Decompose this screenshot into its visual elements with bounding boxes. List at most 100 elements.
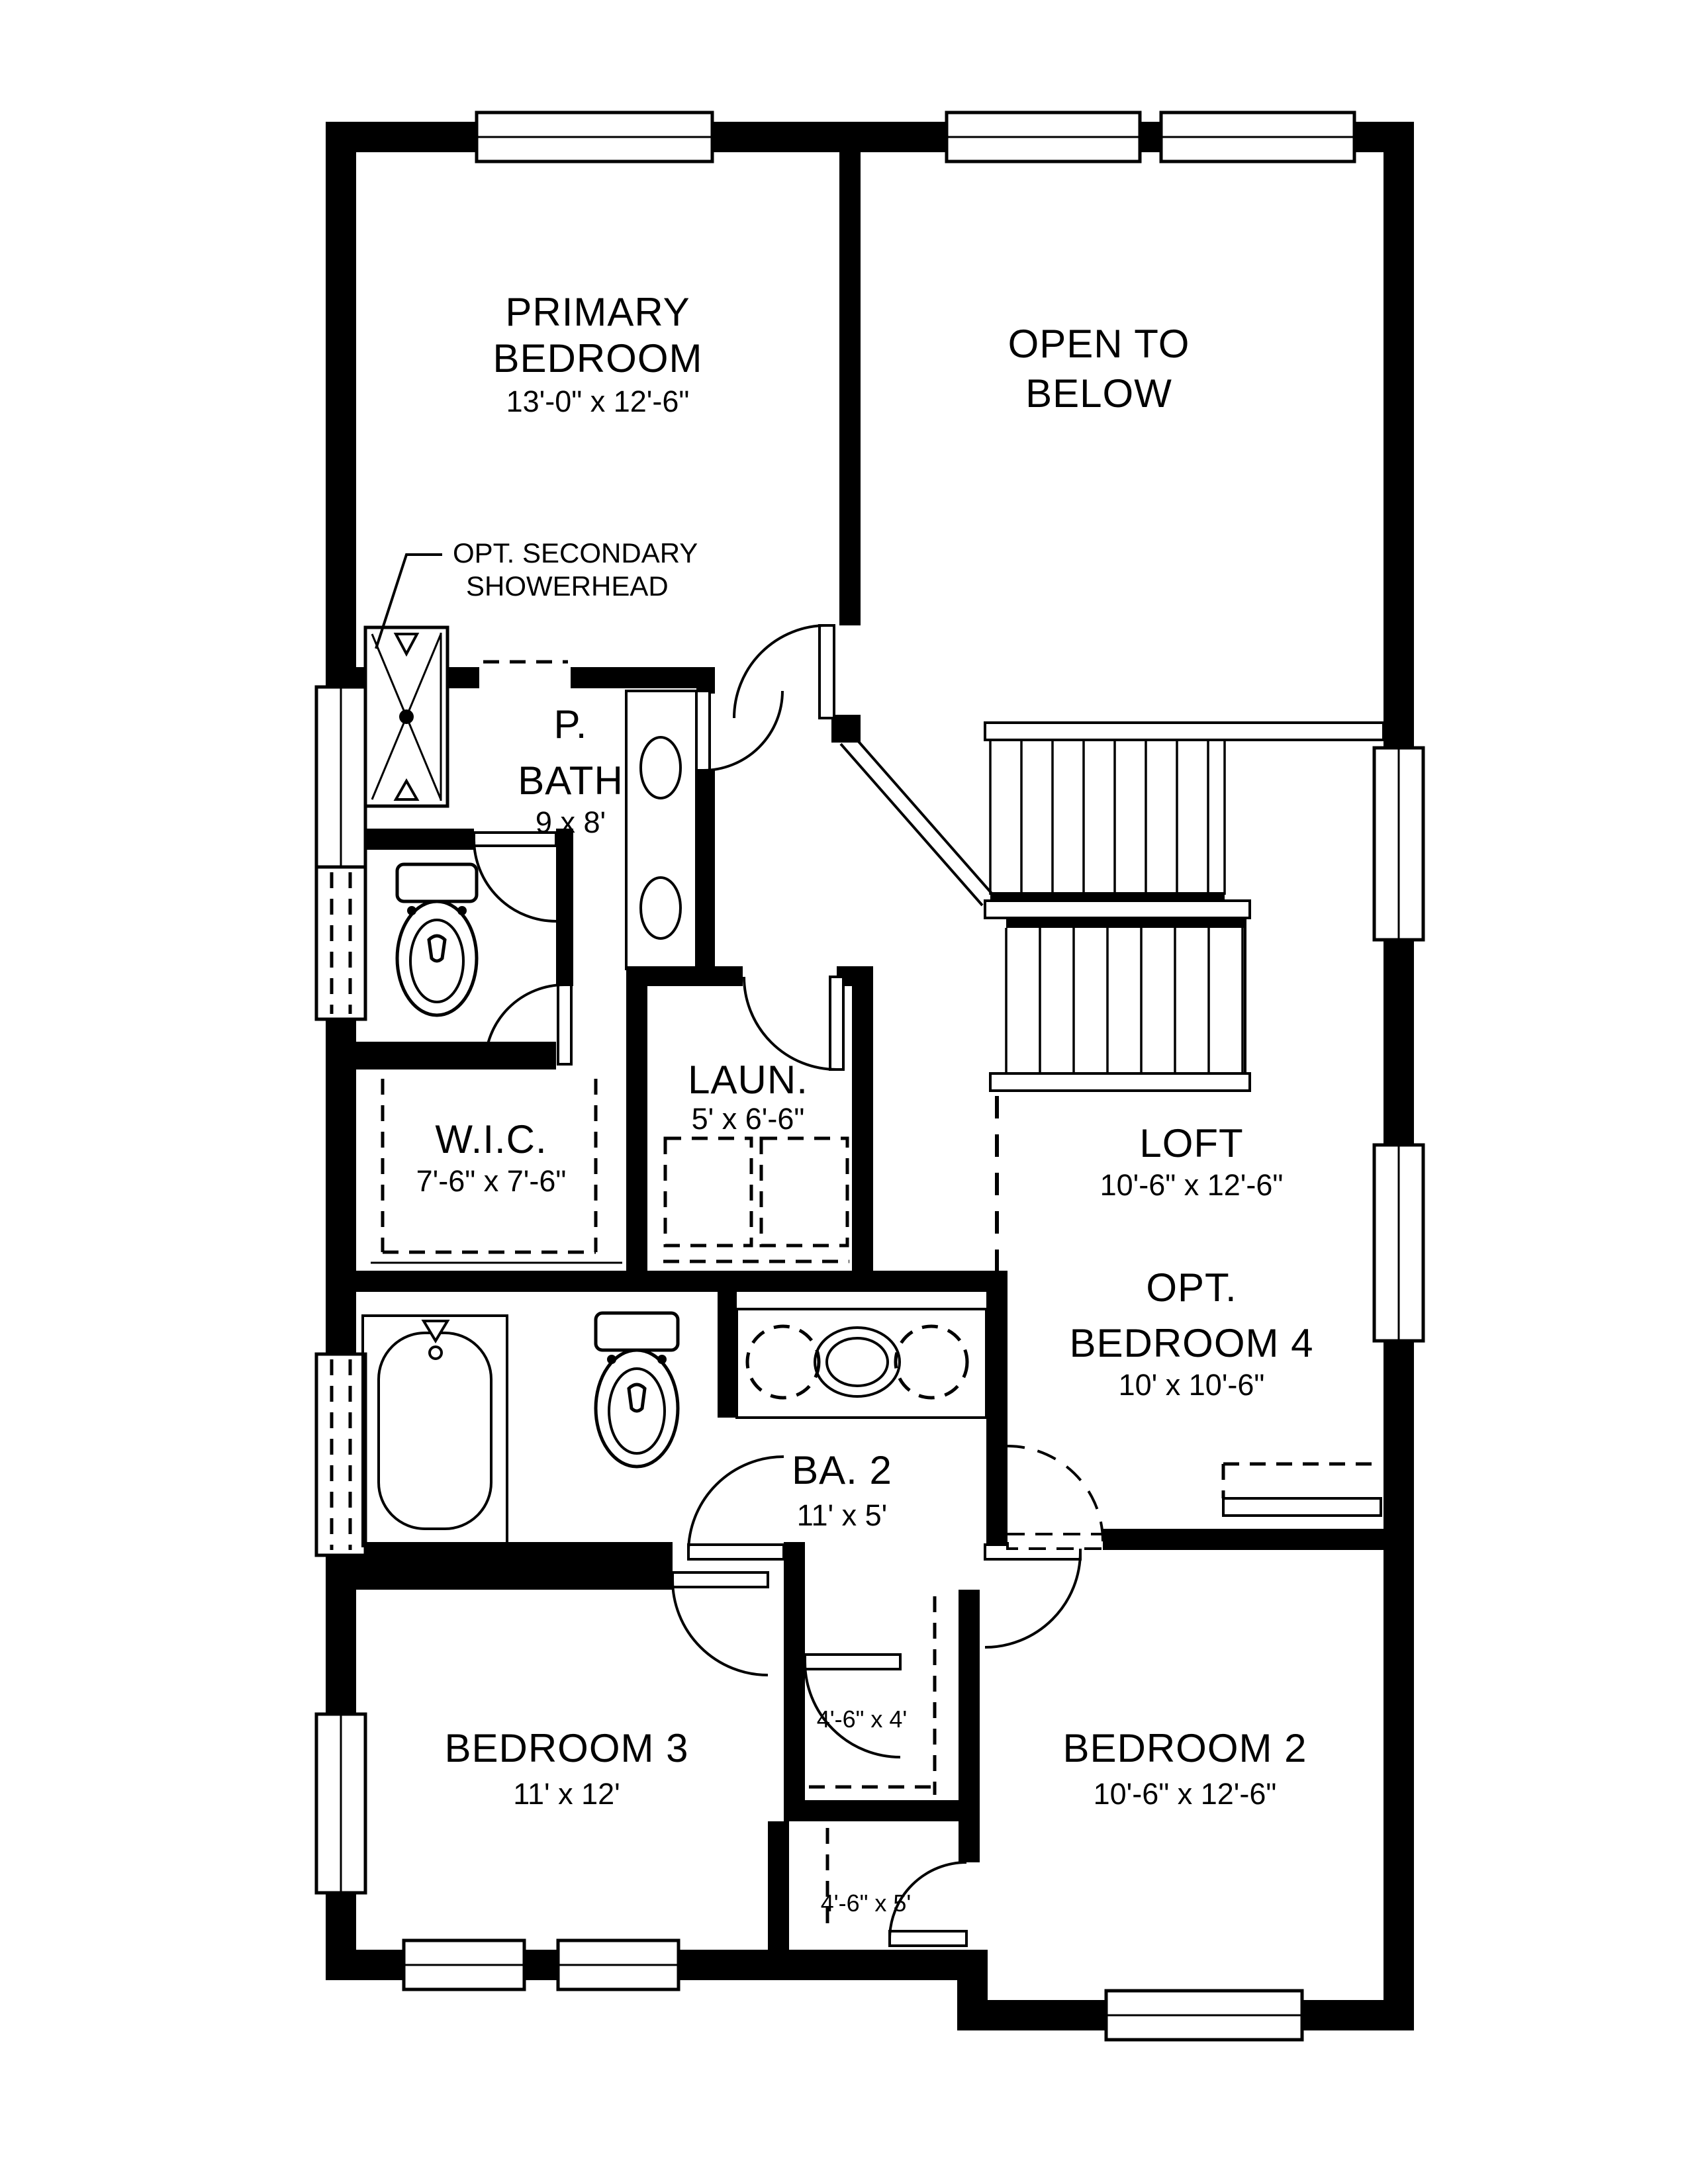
washer-dryer	[663, 1136, 849, 1281]
vanity-bath2	[735, 1308, 988, 1419]
window-bath-left	[314, 685, 367, 887]
wall-closetA-bottom	[784, 1800, 980, 1821]
optional-sink-left	[745, 1324, 821, 1400]
door-bedroom3-leaf	[671, 1571, 769, 1588]
door-bedroom3-arc	[671, 1579, 769, 1676]
door-bath-leaf	[695, 690, 711, 772]
interior-walls	[356, 152, 1383, 1950]
wall-closetA-left	[784, 1590, 805, 1821]
door-primary-leaf	[818, 624, 835, 719]
windows	[314, 111, 1425, 2042]
wall-ba2-top	[356, 1271, 1008, 1292]
label-pbath-1: P.	[554, 702, 588, 747]
door-closetA-leaf	[804, 1653, 902, 1670]
wall-angled-outer	[850, 732, 994, 896]
window-bedroom3-bottom-2	[556, 1938, 680, 1991]
wall-bedroom2-top	[1103, 1529, 1383, 1550]
wall-right	[1383, 122, 1414, 2030]
label-opt-showerhead-1: OPT. SECONDARY	[453, 537, 698, 569]
window-loft-right-1	[1372, 746, 1425, 942]
doors	[473, 624, 1104, 1947]
rail-landing	[984, 899, 1251, 919]
wall-toiletroom-top	[356, 829, 474, 850]
shower	[363, 625, 449, 808]
window-primary-top	[475, 111, 714, 163]
label-open-to-below-1: OPEN TO	[1008, 322, 1190, 366]
label-loft: LOFT	[1139, 1121, 1243, 1165]
door-laundry-arc	[743, 976, 837, 1071]
window-toiletroom-left	[314, 865, 367, 1021]
stair-lower-flight	[1005, 919, 1244, 1073]
window-tub-left	[314, 1352, 367, 1557]
toilet-bath2	[594, 1311, 680, 1469]
label-open-to-below-2: BELOW	[1025, 371, 1172, 416]
label-opt-bedroom4-dims: 10' x 10'-6"	[1119, 1368, 1265, 1402]
label-wic: W.I.C.	[435, 1117, 547, 1161]
wall-hall-post	[784, 1542, 805, 1590]
wic-shelving	[371, 1079, 622, 1264]
label-loft-dims: 10'-6" x 12'-6"	[1100, 1168, 1284, 1202]
wall-bath-top-right	[571, 667, 715, 688]
label-bedroom3: BEDROOM 3	[444, 1726, 688, 1770]
wall-closetA-right	[959, 1590, 980, 1821]
label-closetA-dims: 4'-6" x 4'	[817, 1706, 908, 1733]
wall-bath-right-top	[696, 667, 715, 694]
window-bedroom3-bottom-1	[402, 1938, 526, 1991]
tub	[361, 1314, 508, 1547]
wall-toiletroom-bottom	[356, 1042, 556, 1069]
label-primary-bedroom-2: BEDROOM	[492, 336, 702, 381]
label-opt-showerhead-2: SHOWERHEAD	[466, 570, 669, 602]
wall-left	[326, 122, 356, 1980]
optional-sink-right	[894, 1324, 969, 1400]
wall-wic-right	[626, 966, 647, 1292]
stair-upper-flight	[989, 740, 1226, 901]
door-toiletroom-arc	[473, 839, 557, 923]
door-opt4-arc	[1007, 1445, 1104, 1542]
door-primary-arc	[733, 624, 827, 719]
vanity-primary	[625, 690, 698, 970]
door-bath-arc	[702, 690, 784, 772]
rail-stair-bottom	[989, 1072, 1251, 1092]
label-pbath-2: BATH	[518, 758, 624, 803]
showerhead-leader-line	[375, 553, 442, 649]
label-ba2-dims: 11' x 5'	[797, 1498, 887, 1532]
window-bedroom3-left	[314, 1712, 367, 1895]
wall-primary-divider	[839, 152, 861, 625]
window-loft-right-2	[1372, 1143, 1425, 1343]
wall-ba2-partition	[718, 1292, 737, 1418]
wall-toiletroom-right	[556, 829, 573, 986]
label-bedroom3-dims: 11' x 12'	[513, 1777, 620, 1811]
toilet-primary	[395, 862, 479, 1017]
door-ba2-leaf	[687, 1543, 785, 1561]
label-opt-bedroom4-2: BEDROOM 4	[1069, 1321, 1313, 1365]
wall-bath-right-bottom	[696, 770, 715, 969]
label-laundry: LAUN.	[688, 1058, 808, 1102]
labels: PRIMARY BEDROOM 13'-0" x 12'-6" OPEN TO …	[416, 290, 1313, 1917]
label-ba2: BA. 2	[792, 1448, 892, 1492]
wall-laundry-right	[852, 966, 873, 1292]
label-bedroom2: BEDROOM 2	[1062, 1726, 1307, 1770]
wall-closetB-left	[768, 1821, 789, 1950]
door-bedroom2-arc	[984, 1551, 1082, 1649]
fixtures	[361, 625, 988, 1927]
label-closetB-dims: 4'-6" x 5'	[821, 1889, 912, 1917]
opt-closet-halfwall	[1222, 1497, 1382, 1517]
door-wic-leaf	[557, 983, 573, 1066]
stairs	[984, 721, 1385, 1092]
wall-angled-inner	[839, 743, 984, 907]
rail-open-to-below	[984, 721, 1385, 741]
stair-nosing-lower	[1006, 919, 1244, 928]
stair-nosing-upper	[990, 892, 1225, 901]
door-ba2-arc	[687, 1455, 784, 1553]
door-closetB-leaf	[888, 1930, 968, 1947]
label-pbath-dims: 9 x 8'	[536, 805, 606, 839]
washer-box	[663, 1136, 753, 1248]
wall-hall-left	[356, 1542, 673, 1590]
window-otb-top-1	[945, 111, 1142, 163]
dryer-box	[759, 1136, 849, 1248]
door-wic-arc	[484, 983, 565, 1065]
label-laundry-dims: 5' x 6'-6"	[692, 1102, 805, 1136]
label-primary-bedroom-dims: 13'-0" x 12'-6"	[506, 385, 690, 418]
label-opt-bedroom4-1: OPT.	[1146, 1265, 1237, 1310]
